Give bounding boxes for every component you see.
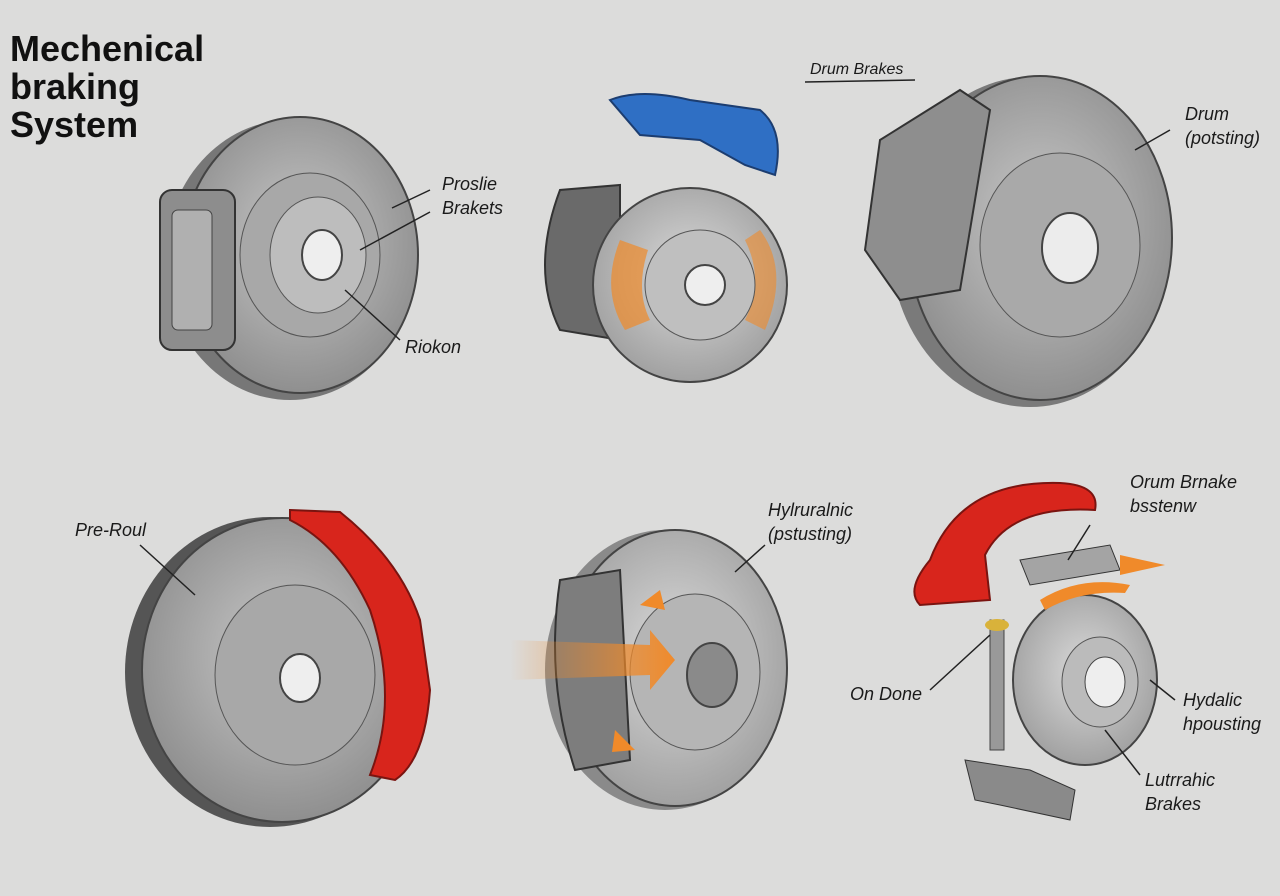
label-riokon: Riokon	[405, 337, 462, 357]
label-line: bsstenw	[1130, 496, 1197, 516]
label-line: Proslie	[442, 174, 498, 194]
hydraulic-brake-assembly-6	[913, 481, 1165, 821]
brake-shoe-small	[1019, 544, 1121, 586]
title-line-1: Mechenical	[10, 28, 205, 69]
label-on-done: On Done	[850, 684, 923, 704]
label-line: (potsting)	[1185, 128, 1261, 148]
label-line: Brakes	[1145, 794, 1202, 814]
drum-brake-disc-2	[544, 93, 788, 383]
label-line: Drum	[1185, 104, 1229, 124]
caliper-blue	[608, 93, 779, 177]
label-line: hpousting	[1183, 714, 1262, 734]
title-line-2: braking	[10, 66, 141, 107]
label-lutrrahic-brakes: Lutrrahic Brakes	[1145, 768, 1215, 816]
label-pre-roul: Pre-Roul	[75, 520, 147, 540]
label-line: Hydalic	[1183, 690, 1243, 710]
heat-arrow	[510, 630, 675, 690]
label-line: Hylruralnic	[768, 500, 854, 520]
caliper-red	[289, 508, 432, 782]
label-line: (pstusting)	[768, 524, 853, 544]
caliper-gray-2	[863, 88, 992, 302]
label-line: Orum Brnake	[1130, 472, 1238, 492]
leader-lines	[139, 79, 1176, 776]
page-title: Mechenical braking System	[10, 30, 204, 144]
label-hydalic-hpousting: Hydalic hpousting	[1183, 688, 1261, 736]
cross-drilled-disc-1	[159, 116, 419, 400]
label-orum-brnake: Orum Brnake bsstenw	[1130, 470, 1237, 518]
label-drum-brakes: Drum Brakes	[810, 61, 904, 78]
label-line: Lutrrahic	[1145, 770, 1216, 790]
disc-with-heat-arrows-5	[510, 529, 788, 810]
label-line: Brakets	[442, 198, 504, 218]
brake-arm-red	[913, 481, 1097, 607]
title-line-3: System	[10, 104, 139, 145]
label-drum-potsting: Drum (potsting)	[1185, 102, 1260, 150]
hydraulic-cylinder	[989, 619, 1005, 751]
cross-drilled-disc-4	[125, 508, 432, 827]
label-proslie-brakets: Proslie Brakets	[442, 172, 503, 220]
drum-brake-disc-3	[863, 75, 1173, 407]
label-hylruralnic: Hylruralnic (pstusting)	[768, 498, 853, 546]
